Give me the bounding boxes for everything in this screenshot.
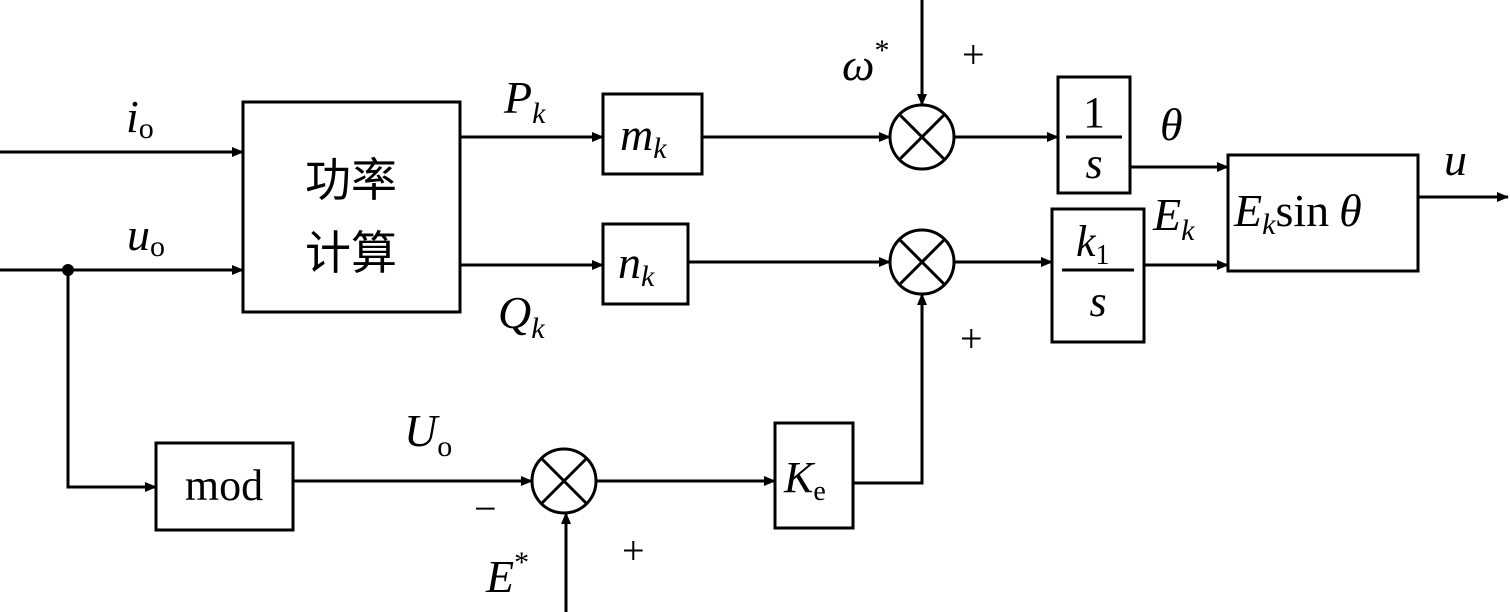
label-ek: Ek — [1152, 189, 1195, 247]
ke-sub: e — [813, 476, 825, 507]
svg-text:k1: k1 — [1076, 217, 1110, 271]
integrator1-denominator: s — [1085, 139, 1102, 188]
sign-mod-minus: − — [474, 486, 497, 531]
label-pk: Pk — [503, 72, 546, 130]
sign-omega-plus: + — [962, 32, 985, 77]
ke-main: K — [783, 453, 816, 502]
mk-main: m — [620, 109, 653, 160]
sign-q-plus: + — [960, 316, 983, 361]
label-qk: Qk — [498, 287, 545, 345]
output-theta: θ — [1339, 185, 1362, 236]
nk-main: n — [618, 237, 641, 288]
output-E: E — [1233, 185, 1262, 236]
power-calc-label-1: 功率 — [305, 153, 397, 207]
sign-e-plus: + — [622, 528, 645, 573]
mk-sub: k — [653, 132, 667, 165]
power-calc-label-2: 计算 — [305, 226, 397, 280]
ke-to-sum2-line — [853, 293, 927, 485]
sum-junction-2 — [888, 228, 956, 296]
label-uo-magnitude: Uo — [404, 405, 452, 463]
integrator2-num-sub: 1 — [1096, 240, 1110, 271]
svg-text:mk: mk — [620, 109, 667, 165]
svg-text:Ke: Ke — [783, 453, 826, 507]
power-calc-block: 功率 计算 — [241, 100, 462, 314]
svg-text:nk: nk — [618, 237, 655, 293]
label-omega-star: ω* — [842, 34, 889, 90]
integrator2-denominator: s — [1089, 277, 1106, 326]
nk-block: nk — [601, 222, 690, 306]
output-sin: sin — [1275, 185, 1329, 236]
label-io: io — [126, 91, 154, 145]
integrator1-block: 1 s — [1056, 75, 1132, 195]
sum-junction-1 — [888, 103, 956, 171]
mk-block: mk — [601, 92, 704, 176]
nk-sub: k — [641, 260, 655, 293]
sum-junction-3 — [530, 447, 598, 515]
output-k: k — [1262, 208, 1276, 241]
integrator2-block: k1 s — [1050, 207, 1146, 344]
uo-to-mod-line — [66, 270, 157, 492]
label-e-star: E* — [485, 546, 529, 602]
label-u-output: u — [1444, 134, 1467, 185]
label-theta: θ — [1160, 99, 1183, 150]
mod-label: mod — [185, 461, 263, 510]
mod-block: mod — [154, 441, 295, 532]
integrator1-numerator: 1 — [1083, 88, 1105, 137]
ke-block: Ke — [773, 421, 855, 530]
label-uo: uo — [127, 209, 165, 263]
integrator2-num-main: k — [1076, 217, 1097, 266]
